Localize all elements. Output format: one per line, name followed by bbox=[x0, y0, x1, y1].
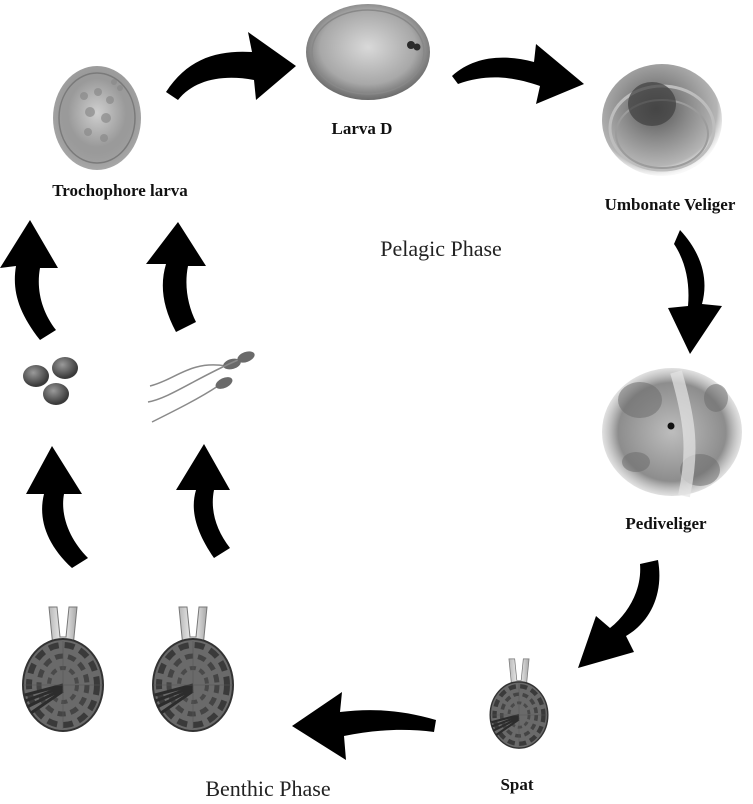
arrow-eggs-to-trochophore bbox=[0, 220, 58, 340]
label-pelagic-phase: Pelagic Phase bbox=[380, 236, 502, 261]
arrow-sperm-to-trochophore bbox=[146, 222, 206, 332]
arrow-umbonate-to-pediveliger bbox=[668, 230, 722, 354]
adult-oyster-female-image bbox=[23, 607, 103, 731]
label-benthic-phase: Benthic Phase bbox=[205, 776, 330, 801]
umbonate-veliger-image bbox=[602, 64, 722, 176]
adult-oyster-male-image bbox=[153, 607, 233, 731]
label-pediveliger: Pediveliger bbox=[625, 514, 707, 533]
arrow-male-to-sperm bbox=[176, 444, 230, 558]
arrow-trochophore-to-larva-d bbox=[166, 32, 296, 100]
arrow-female-to-eggs bbox=[26, 446, 88, 568]
label-trochophore-larva: Trochophore larva bbox=[52, 181, 188, 200]
arrow-pediveliger-to-spat bbox=[578, 560, 659, 668]
pediveliger-image bbox=[602, 368, 742, 496]
arrow-spat-to-adults bbox=[292, 692, 436, 760]
label-spat: Spat bbox=[500, 775, 533, 794]
eggs-image bbox=[23, 357, 78, 405]
spat-image bbox=[490, 659, 548, 748]
label-larva-d: Larva D bbox=[332, 119, 393, 138]
arrow-larva-d-to-umbonate bbox=[452, 44, 584, 104]
sperm-image bbox=[148, 349, 256, 422]
trochophore-larva-image bbox=[53, 66, 141, 170]
larva-d-image bbox=[306, 4, 430, 100]
label-umbonate-veliger: Umbonate Veliger bbox=[605, 195, 736, 214]
